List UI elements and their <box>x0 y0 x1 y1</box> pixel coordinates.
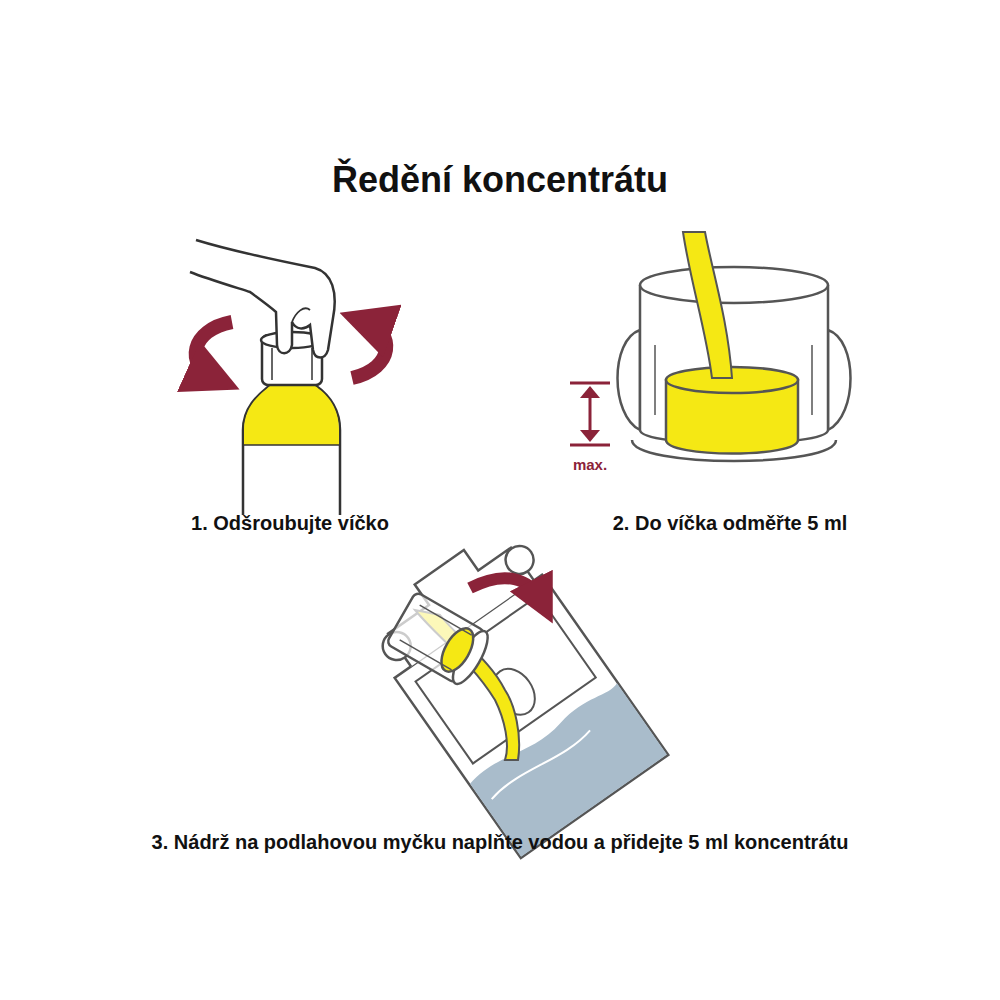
rotation-arrows <box>196 322 387 378</box>
pouring-cap <box>386 592 519 760</box>
water-tank <box>357 519 671 858</box>
diagram-title: Ředění koncentrátu <box>332 159 668 200</box>
measuring-cap <box>618 232 851 461</box>
max-dimension <box>570 383 610 445</box>
pour-arrow <box>470 578 542 602</box>
bottle-figure <box>190 240 340 515</box>
dimension-label: max. <box>573 456 607 473</box>
step-caption: 3. Nádrž na podlahovou myčku naplňte vod… <box>152 831 849 854</box>
step-caption: 1. Odšroubujte víčko <box>191 512 389 535</box>
step-caption: 2. Do víčka odměřte 5 ml <box>613 512 848 535</box>
